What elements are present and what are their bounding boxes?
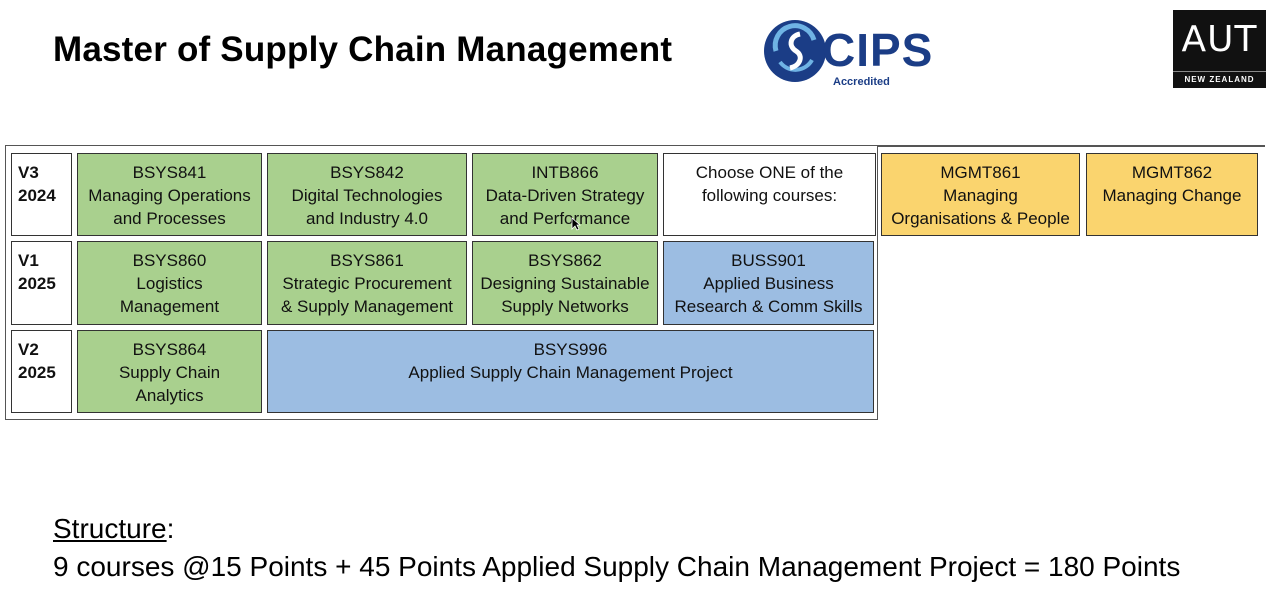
course-cell-bsys861: BSYS861 Strategic Procurement & Supply M…	[267, 241, 467, 325]
semester-year: 2025	[18, 363, 56, 382]
course-code: BSYS841	[132, 163, 207, 182]
course-cell-bsys841: BSYS841 Managing Operations and Processe…	[77, 153, 262, 236]
course-title-line: Data-Driven Strategy	[485, 186, 645, 205]
aut-country-label: NEW ZEALAND	[1184, 75, 1255, 84]
course-code: BSYS996	[533, 340, 608, 359]
course-code: INTB866	[531, 163, 599, 182]
page-title: Master of Supply Chain Management	[53, 30, 673, 69]
structure-colon: :	[166, 513, 175, 544]
course-cell-intb866: INTB866 Data-Driven Strategy and Perform…	[472, 153, 658, 236]
course-code: MGMT862	[1131, 163, 1213, 182]
course-cell-buss901: BUSS901 Applied Business Research & Comm…	[663, 241, 874, 325]
course-title-line: Applied Business	[703, 274, 834, 293]
cips-emblem-icon	[764, 20, 826, 82]
course-title-line: Managing Change	[1102, 186, 1242, 205]
course-code: BSYS860	[132, 251, 207, 270]
course-title-line: Digital Technologies	[291, 186, 443, 205]
course-cell-bsys864: BSYS864 Supply Chain Analytics	[77, 330, 262, 413]
course-title-line: Research & Comm Skills	[674, 297, 863, 316]
course-title-line: and Processes	[113, 209, 226, 228]
course-code: BSYS861	[330, 251, 404, 270]
course-title-line: Management	[119, 297, 220, 316]
semester-year: 2024	[18, 186, 56, 205]
semester-code: V1	[18, 251, 39, 270]
course-code: MGMT861	[940, 163, 1021, 182]
course-title-line: Designing Sustainable	[480, 274, 650, 293]
semester-label-v1-2025: V1 2025	[11, 241, 72, 325]
course-title-line: Managing Operations	[88, 186, 251, 205]
semester-code: V2	[18, 340, 39, 359]
course-title-line: Supply Chain	[118, 363, 221, 382]
course-cell-bsys842: BSYS842 Digital Technologies and Industr…	[267, 153, 467, 236]
course-title-line: Managing	[943, 186, 1018, 205]
course-cell-mgmt861: MGMT861 Managing Organisations & People	[881, 153, 1080, 236]
course-cell-bsys996: BSYS996 Applied Supply Chain Management …	[267, 330, 874, 413]
semester-label-v3-2024: V3 2024	[11, 153, 72, 236]
cips-logo: CIPS Accredited	[762, 18, 942, 90]
semester-year: 2025	[18, 274, 56, 293]
timetable-frame	[5, 145, 878, 420]
elective-note-line: Choose ONE of the	[695, 163, 844, 182]
aut-logo: AUT NEW ZEALAND	[1173, 10, 1266, 88]
semester-code: V3	[18, 163, 39, 182]
course-title-line: Strategic Procurement	[282, 274, 452, 293]
course-title-line: Logistics	[136, 274, 203, 293]
course-title-line: and Performance	[499, 209, 631, 228]
course-cell-bsys862: BSYS862 Designing Sustainable Supply Net…	[472, 241, 658, 325]
cips-wordmark: CIPS	[822, 24, 934, 76]
structure-heading: Structure	[53, 513, 167, 544]
elective-note-line: following courses:	[701, 186, 838, 205]
elective-note-cell: Choose ONE of the following courses:	[663, 153, 876, 236]
course-cell-bsys860: BSYS860 Logistics Management	[77, 241, 262, 325]
semester-label-v2-2025: V2 2025	[11, 330, 72, 413]
aut-divider	[1173, 71, 1266, 72]
course-code: BUSS901	[731, 251, 806, 270]
aut-wordmark: AUT	[1181, 19, 1258, 60]
course-title-line: Supply Networks	[501, 297, 629, 316]
timetable-top-rule	[877, 145, 1265, 147]
course-cell-mgmt862: MGMT862 Managing Change	[1086, 153, 1258, 236]
course-title-line: Applied Supply Chain Management Project	[408, 363, 733, 382]
course-code: BSYS842	[330, 163, 404, 182]
course-title-line: Analytics	[135, 386, 204, 405]
mouse-cursor-icon	[571, 217, 581, 231]
structure-heading-line: Structure:	[53, 512, 174, 546]
points-summary: 9 courses @15 Points + 45 Points Applied…	[53, 551, 1181, 582]
course-code: BSYS862	[528, 251, 602, 270]
course-code: BSYS864	[132, 340, 207, 359]
course-title-line: Organisations & People	[891, 209, 1070, 228]
course-title-line: and Industry 4.0	[306, 209, 428, 228]
course-title-line: & Supply Management	[281, 297, 453, 316]
cips-accredited-label: Accredited	[833, 76, 890, 88]
